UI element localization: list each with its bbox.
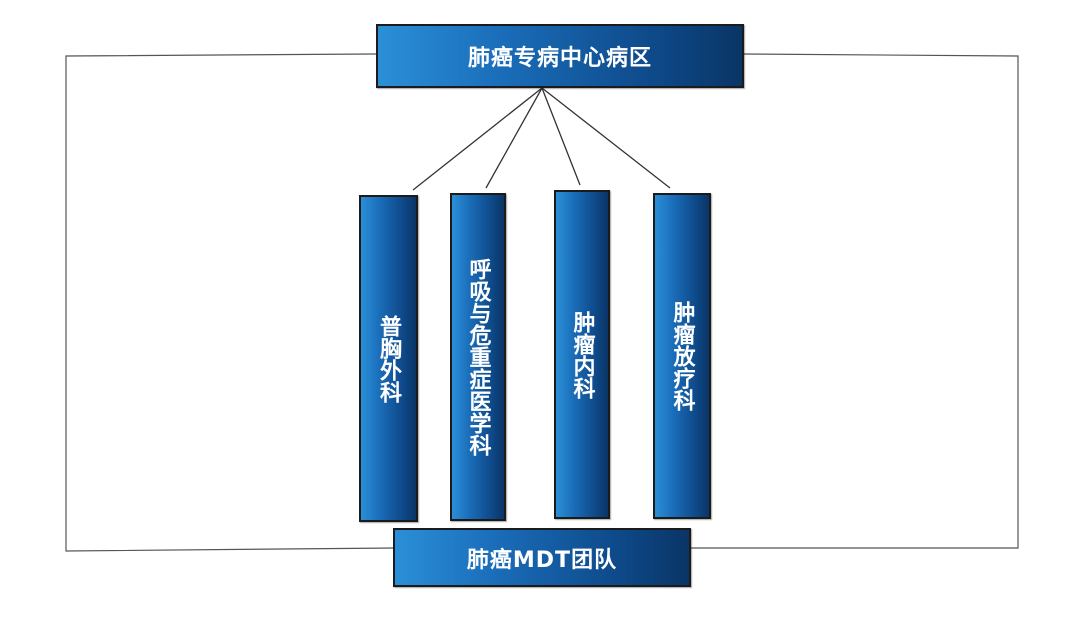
dept-box-medical-oncology: 肿瘤内科: [554, 190, 610, 519]
link-line-oncology: [541, 87, 581, 186]
center-ward-box: 肺癌专病中心病区: [376, 24, 744, 88]
dept-box-respiratory-critical-care: 呼吸与危重症医学科: [450, 193, 506, 521]
dept-label-respiratory-critical-care: 呼吸与危重症医学科: [465, 258, 491, 456]
link-line-thoracic: [412, 87, 543, 191]
left-loop-line: [65, 53, 394, 552]
dept-box-thoracic-surgery: 普胸外科: [359, 195, 418, 522]
dept-label-thoracic-surgery: 普胸外科: [376, 314, 401, 403]
mdt-team-label: 肺癌MDT团队: [466, 547, 618, 573]
mdt-team-box: 肺癌MDT团队: [393, 528, 691, 587]
center-ward-label: 肺癌专病中心病区: [467, 46, 652, 71]
dept-box-radiation-oncology: 肿瘤放疗科: [653, 193, 711, 519]
right-loop-line: [691, 53, 1019, 549]
link-line-respiratory: [485, 87, 543, 189]
link-line-radiation: [541, 87, 671, 189]
dept-label-medical-oncology: 肿瘤内科: [569, 310, 595, 399]
dept-label-radiation-oncology: 肿瘤放疗科: [669, 301, 695, 411]
